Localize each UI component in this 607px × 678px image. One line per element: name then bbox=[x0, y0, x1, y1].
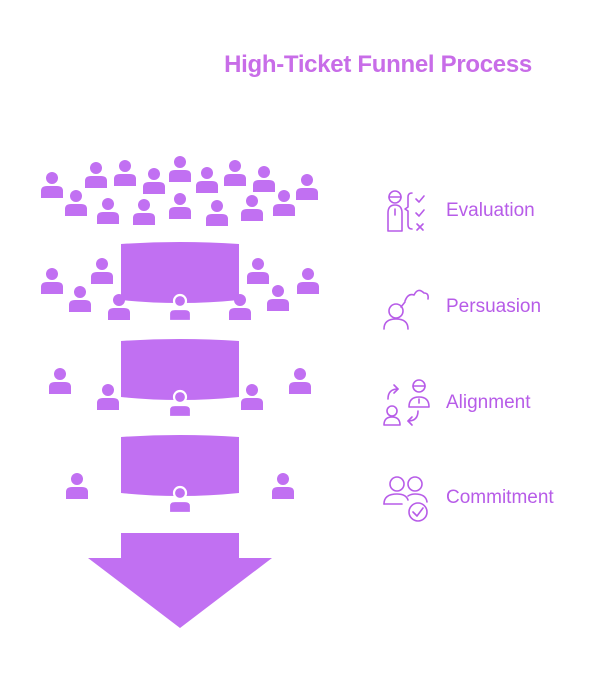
funnel-band-2 bbox=[121, 339, 239, 400]
stage-label: Evaluation bbox=[446, 200, 535, 221]
people-checkmark-icon bbox=[383, 476, 428, 522]
person-icon bbox=[114, 160, 136, 186]
people-exchange-icon bbox=[383, 379, 430, 426]
funnel-arrow bbox=[88, 533, 272, 628]
stage-persuasion: Persuasion bbox=[380, 283, 600, 333]
person-icon bbox=[133, 199, 155, 225]
person-icon bbox=[224, 160, 246, 186]
funnel-band-1 bbox=[121, 242, 239, 303]
person-icon bbox=[41, 172, 63, 198]
person-icon bbox=[66, 473, 88, 499]
person-icon bbox=[85, 162, 107, 188]
person-icon bbox=[206, 200, 228, 226]
funnel-band-3 bbox=[121, 435, 239, 496]
person-icon bbox=[91, 258, 113, 284]
person-icon bbox=[65, 190, 87, 216]
person-icon bbox=[267, 285, 289, 311]
person-icon bbox=[247, 258, 269, 284]
person-icon bbox=[253, 166, 275, 192]
person-icon bbox=[241, 384, 263, 410]
crowd-top-group bbox=[41, 156, 318, 226]
person-icon bbox=[143, 168, 165, 194]
person-icon bbox=[196, 167, 218, 193]
person-icon bbox=[97, 384, 119, 410]
person-icon bbox=[296, 174, 318, 200]
person-checklist-icon bbox=[387, 190, 425, 232]
person-icon bbox=[241, 195, 263, 221]
person-icon bbox=[169, 156, 191, 182]
stage-alignment: Alignment bbox=[380, 379, 600, 429]
stage-evaluation: Evaluation bbox=[380, 187, 600, 237]
person-icon bbox=[41, 268, 63, 294]
person-icon bbox=[69, 286, 91, 312]
stage-commitment: Commitment bbox=[380, 474, 600, 524]
person-icon bbox=[273, 190, 295, 216]
person-icon bbox=[49, 368, 71, 394]
person-icon bbox=[169, 193, 191, 219]
stage-label: Commitment bbox=[446, 487, 554, 508]
person-speech-icon bbox=[383, 289, 429, 330]
person-icon bbox=[297, 268, 319, 294]
diagram-title: High-Ticket Funnel Process bbox=[224, 51, 532, 78]
person-icon bbox=[272, 473, 294, 499]
person-icon bbox=[289, 368, 311, 394]
stage-label: Alignment bbox=[446, 392, 531, 413]
stage-label: Persuasion bbox=[446, 296, 542, 317]
person-icon bbox=[97, 198, 119, 224]
